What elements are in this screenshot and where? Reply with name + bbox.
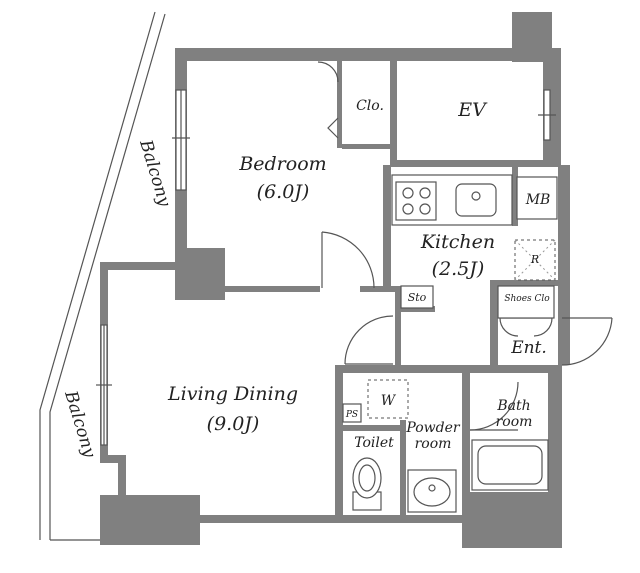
bath-room-label-line1: Bath: [496, 398, 530, 414]
washer-space: [367, 379, 409, 419]
ev-label: EV: [457, 99, 488, 121]
bathtub-fixture: [471, 439, 549, 491]
shoes-closet-box: [497, 285, 555, 319]
kitchen-fixtures: [391, 174, 558, 281]
ps-label: PS: [345, 410, 358, 420]
toilet-label: Toilet: [354, 435, 394, 451]
balcony-label-bottom: Balcony: [60, 388, 100, 461]
bath-room-label-line2: room: [496, 414, 533, 430]
storage-box: [400, 285, 434, 309]
washer-label: W: [381, 393, 397, 409]
closet-label: Clo.: [356, 98, 384, 114]
mb-label: MB: [525, 192, 551, 208]
living-dining-size: (9.0J): [207, 413, 260, 435]
toilet-fixture: [352, 457, 382, 511]
storage-label: Sto: [408, 291, 427, 304]
balcony-label-top: Balcony: [135, 137, 175, 210]
kitchen-size: (2.5J): [432, 258, 485, 280]
washbasin-fixture: [407, 469, 457, 513]
ps-box: [342, 403, 362, 423]
bedroom-size: (6.0J): [257, 181, 310, 203]
kitchen-label: Kitchen: [420, 231, 495, 253]
refrigerator-label: R: [530, 253, 539, 266]
bedroom-label: Bedroom: [238, 153, 326, 175]
shoes-closet-label: Shoes Clo: [504, 294, 550, 304]
balcony-outline: [39, 11, 166, 541]
powder-room-label-line2: room: [415, 436, 452, 452]
powder-room-label-line1: Powder: [405, 420, 461, 436]
windows: [96, 89, 556, 446]
entrance-label: Ent.: [510, 338, 547, 358]
living-dining-label: Living Dining: [167, 383, 298, 405]
